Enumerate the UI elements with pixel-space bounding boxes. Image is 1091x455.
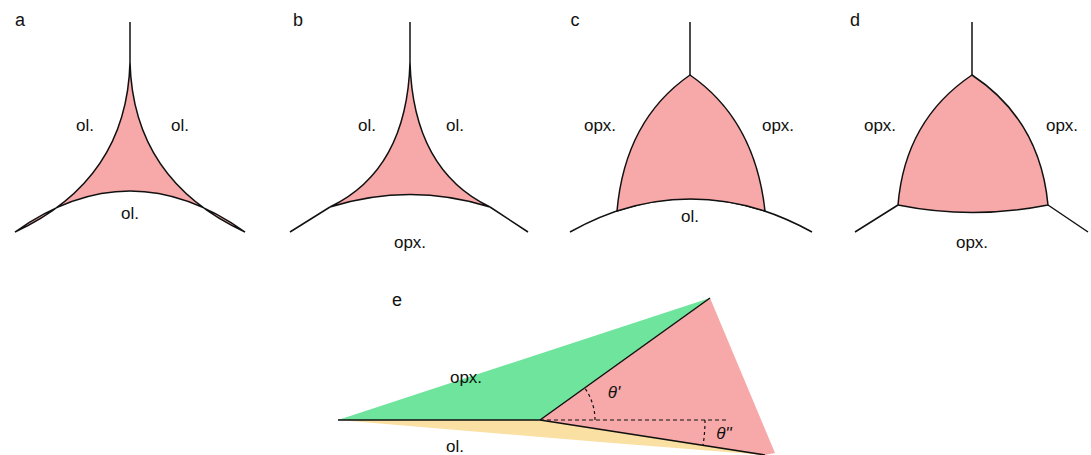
mineral-label: ol. [121, 205, 139, 222]
panel-b [290, 22, 528, 232]
mineral-label: opx. [450, 369, 482, 386]
melt-pocket [898, 75, 1048, 213]
mineral-label: ol. [681, 208, 699, 225]
mineral-label: opx. [762, 117, 794, 134]
mineral-label: ol. [358, 117, 376, 134]
melt-pocket [617, 75, 765, 211]
panel-e [338, 298, 775, 455]
panel-letter: d [850, 11, 860, 29]
reference-line [540, 419, 728, 420]
mineral-label: opx. [1046, 117, 1078, 134]
panel-letter: a [15, 11, 25, 29]
panel-letter: e [392, 291, 402, 309]
grain-boundary [570, 199, 812, 233]
angle-label: θ' [608, 384, 620, 401]
mineral-label: opx. [864, 117, 896, 134]
mineral-label: opx. [956, 234, 988, 251]
grain-boundary [971, 22, 973, 75]
angle-arc [585, 388, 595, 420]
grain-boundary [338, 298, 765, 455]
mineral-label: ol. [446, 438, 464, 455]
panel-letter: c [571, 11, 580, 29]
grain-boundary [290, 207, 528, 232]
mineral-label: ol. [76, 117, 94, 134]
grain-boundary [129, 22, 131, 62]
mineral-label: ol. [446, 117, 464, 134]
angle-label: θ'' [716, 425, 732, 442]
mineral-label: opx. [394, 234, 426, 251]
panel-d [855, 22, 1088, 232]
grain-boundary [689, 22, 691, 75]
mineral-label: ol. [171, 117, 189, 134]
mineral-label: opx. [584, 117, 616, 134]
angle-arc [703, 420, 705, 446]
ol-grain [338, 420, 765, 455]
melt-pocket [15, 62, 245, 232]
panel-a [15, 22, 245, 232]
melt-pocket [330, 62, 490, 207]
panel-c [570, 22, 812, 232]
grain-boundary [409, 22, 411, 62]
panel-letter: b [293, 11, 303, 29]
